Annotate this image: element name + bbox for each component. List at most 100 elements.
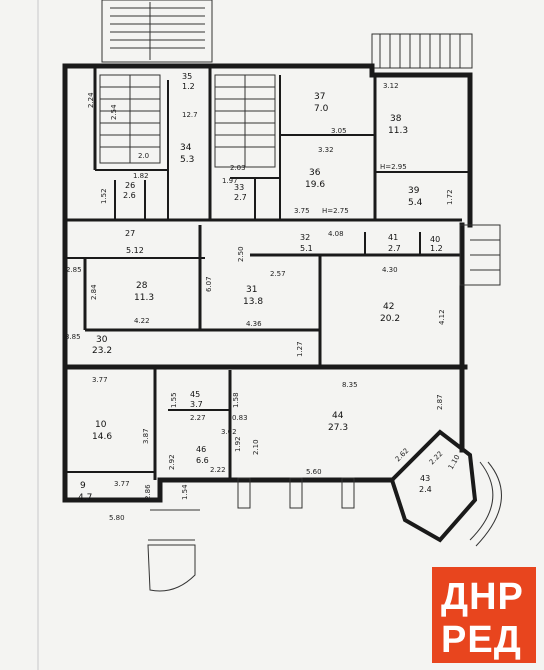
room-37-number: 37 (314, 92, 325, 102)
room-39-number: 39 (408, 186, 420, 196)
dim-1-55: 1.55 (170, 392, 178, 408)
dim-8-35: 8.35 (342, 381, 358, 389)
dim-1-54: 1.54 (181, 484, 189, 500)
dim-2-22-low: 2.22 (210, 466, 226, 474)
dim-1-72: 1.72 (446, 189, 454, 205)
room-46-number: 46 (196, 445, 206, 454)
room-40-number: 40 (430, 235, 440, 244)
dim-1-58: 1.58 (232, 392, 240, 408)
room-46-area: 6.6 (196, 456, 209, 465)
dim-2-0: 2.0 (138, 152, 149, 160)
logo-line-1: ДНР (441, 576, 524, 618)
dim-4-30: 4.30 (382, 266, 398, 274)
room-9-number: 9 (80, 481, 86, 491)
dim-1-52: 1.52 (100, 188, 108, 204)
dim-1-97: 1.97 (222, 177, 238, 185)
room-42-number: 42 (383, 302, 394, 312)
room-44-number: 44 (332, 411, 344, 421)
room-34-number: 34 (180, 143, 192, 153)
dim-4-12: 4.12 (438, 309, 446, 325)
room-31-number: 31 (246, 285, 257, 295)
dim-3-77-mid: 3.77 (92, 376, 108, 384)
dim-4-08: 4.08 (328, 230, 344, 238)
dim-3-75: 3.75 (294, 207, 310, 215)
room-30-number: 30 (96, 335, 108, 345)
dim-2-84: 2.84 (90, 284, 98, 300)
room-34-area: 5.3 (180, 155, 194, 165)
dim-2-85: 2.85 (66, 266, 82, 274)
top-staircase-left (101, 0, 213, 63)
room-44-area: 27.3 (328, 423, 348, 433)
dim-0-83: 0.83 (232, 414, 248, 422)
dim-4-22: 4.22 (134, 317, 150, 325)
dim-2-03: 2.03 (230, 164, 246, 172)
logo-line-2: РЕД (441, 619, 522, 661)
bay-room-43 (389, 429, 502, 547)
room-labels: 9 4.7 10 14.6 26 2.6 27 5.12 28 11.3 30 … (78, 72, 443, 503)
dim-5-80: 5.80 (109, 514, 125, 522)
dimension-labels: 3.12 3.05 3.32 H=2.95 H=2.75 3.75 4.08 4… (65, 82, 462, 522)
room-28-area: 11.3 (134, 293, 154, 303)
dim-6-07: 6.07 (205, 276, 213, 292)
logo-background (432, 567, 536, 663)
room-26-number: 26 (125, 181, 135, 190)
room-40-area: 1.2 (430, 244, 443, 253)
room-28-number: 28 (136, 281, 148, 291)
top-staircase-right (371, 33, 473, 69)
stair-block-left (99, 74, 161, 164)
room-35-number: 35 (182, 72, 192, 81)
dim-3-87: 3.87 (142, 428, 150, 444)
dim-1-82: 1.82 (133, 172, 149, 180)
dnr-red-logo: ДНР РЕД (432, 567, 536, 663)
dim-h-2-75: H=2.75 (322, 207, 349, 215)
room-38-area: 11.3 (388, 126, 408, 136)
dim-h-2-95: H=2.95 (380, 163, 407, 171)
right-side-stair (459, 224, 501, 286)
dim-2-86: 2.86 (144, 484, 152, 500)
dim-2-27: 2.27 (190, 414, 206, 422)
dim-2-57: 2.57 (270, 270, 286, 278)
room-35-area: 1.2 (182, 82, 195, 91)
room-32-number: 32 (300, 233, 310, 242)
room-43-area: 2.4 (419, 485, 432, 494)
dim-2-87: 2.87 (436, 394, 444, 410)
dim-3-05: 3.05 (331, 127, 347, 135)
room-33-number: 33 (234, 183, 244, 192)
dim-3-02: 3.02 (221, 428, 237, 436)
bottom-windows (237, 477, 355, 509)
room-43-number: 43 (420, 474, 430, 483)
room-30-area: 23.2 (92, 346, 112, 356)
room-38-number: 38 (390, 114, 402, 124)
dim-2-10: 2.10 (252, 439, 260, 455)
room-45-area: 3.7 (190, 400, 203, 409)
dim-2-92: 2.92 (168, 454, 176, 470)
room-36-area: 19.6 (305, 180, 325, 190)
dim-3-85: 3.85 (65, 333, 81, 341)
room-36-number: 36 (309, 168, 321, 178)
dim-2-54: 2.54 (110, 104, 118, 120)
dim-12-7: 12.7 (182, 111, 198, 119)
room-10-number: 10 (95, 420, 107, 430)
room-33-area: 2.7 (234, 193, 247, 202)
room-41-area: 2.7 (388, 244, 401, 253)
dim-5-60: 5.60 (306, 468, 322, 476)
dim-1-92: 1.92 (234, 436, 242, 452)
room-42-area: 20.2 (380, 314, 400, 324)
stair-block-right (214, 74, 276, 168)
room-41-number: 41 (388, 233, 398, 242)
dim-1-27: 1.27 (296, 341, 304, 357)
dim-3-32: 3.32 (318, 146, 334, 154)
room-37-area: 7.0 (314, 104, 329, 114)
dim-4-36: 4.36 (246, 320, 262, 328)
room-45-number: 45 (190, 390, 200, 399)
entrance-porch (147, 509, 200, 592)
outer-walls (62, 63, 473, 503)
room-39-area: 5.4 (408, 198, 423, 208)
room-27-number: 27 (125, 229, 135, 238)
dim-3-12-top: 3.12 (383, 82, 399, 90)
dim-2-50: 2.50 (237, 246, 245, 262)
room-31-area: 13.8 (243, 297, 263, 307)
room-9-area: 4.7 (78, 493, 92, 503)
room-10-area: 14.6 (92, 432, 112, 442)
